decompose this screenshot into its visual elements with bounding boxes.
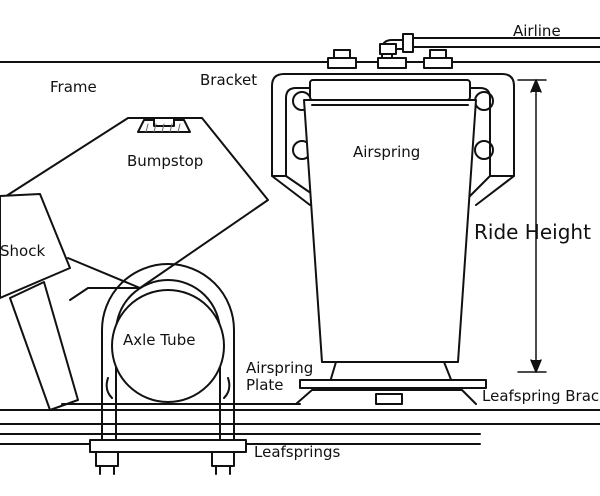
u-bolt-plate (89, 439, 247, 475)
bumpstop-label: Bumpstop (127, 152, 203, 170)
airspring-plate-label-line1: Airspring (246, 359, 313, 377)
airspring-plate-label-line2: Plate (246, 376, 284, 394)
bumpstop (137, 117, 191, 133)
leafsprings (0, 403, 600, 445)
shock-absorber (0, 193, 79, 411)
leafsprings-label: Leafsprings (254, 443, 340, 461)
u-bolt (101, 263, 235, 441)
airline-label: Airline (513, 22, 561, 40)
airspring (303, 79, 477, 383)
leafspring-bracket-label: Leafspring Brac (482, 387, 599, 405)
bracket-label: Bracket (200, 71, 257, 89)
ride-height-dimension (517, 79, 547, 373)
shock-label: Shock (0, 242, 45, 260)
airspring-top-studs (327, 49, 453, 69)
axle-tube-label: Axle Tube (123, 331, 195, 349)
axle-tube (105, 289, 231, 403)
airspring-plate (299, 379, 487, 389)
airspring-label: Airspring (353, 143, 420, 161)
bumpstop-mount (0, 117, 269, 301)
frame-label: Frame (50, 78, 97, 96)
ride-height-label: Ride Height (474, 220, 591, 244)
airline-tube (379, 33, 600, 63)
leafspring-bracket (295, 389, 477, 405)
